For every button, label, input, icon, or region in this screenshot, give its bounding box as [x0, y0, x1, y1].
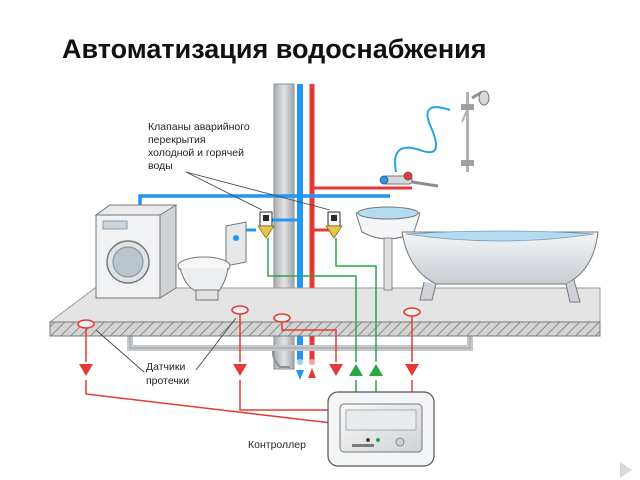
pointer-line — [95, 329, 145, 373]
controller-icon — [327, 391, 435, 467]
sensors-label: Датчики протечки — [95, 317, 237, 387]
shower-icon — [461, 90, 490, 172]
controller-label: Контроллер — [248, 439, 306, 451]
valves-label-line: Клапаны аварийного — [148, 121, 250, 133]
floor-slab — [48, 287, 601, 337]
bathtub-icon — [401, 230, 599, 303]
pointer-line — [185, 171, 331, 211]
valve-icon — [257, 211, 275, 239]
valve-icon — [325, 211, 343, 239]
slide-corner-decoration — [620, 462, 632, 478]
flow-arrows — [296, 359, 316, 380]
sensor-wires — [85, 314, 413, 425]
mixer-faucet-icon — [379, 106, 451, 188]
washing-machine-icon — [94, 204, 178, 299]
toilet-icon — [177, 221, 247, 301]
valves-label-line: перекрытия — [148, 134, 206, 146]
sensors-label-line: протечки — [146, 375, 189, 387]
valve-arrows — [349, 364, 383, 376]
valves-label: Клапаны аварийного перекрытия холодной и… — [148, 121, 331, 211]
pointer-line — [195, 317, 237, 371]
drain-pipes — [127, 335, 473, 351]
leak-sensor-icon — [77, 305, 421, 329]
pointer-line — [185, 171, 263, 211]
sensor-arrows — [79, 364, 419, 376]
valve-wires — [267, 238, 377, 392]
sensors-label-line: Датчики — [146, 361, 185, 373]
page-title: Автоматизация водоснабжения — [62, 34, 487, 64]
valves-label-line: холодной и горячей — [148, 147, 244, 159]
valves-label-line: воды — [148, 160, 173, 172]
